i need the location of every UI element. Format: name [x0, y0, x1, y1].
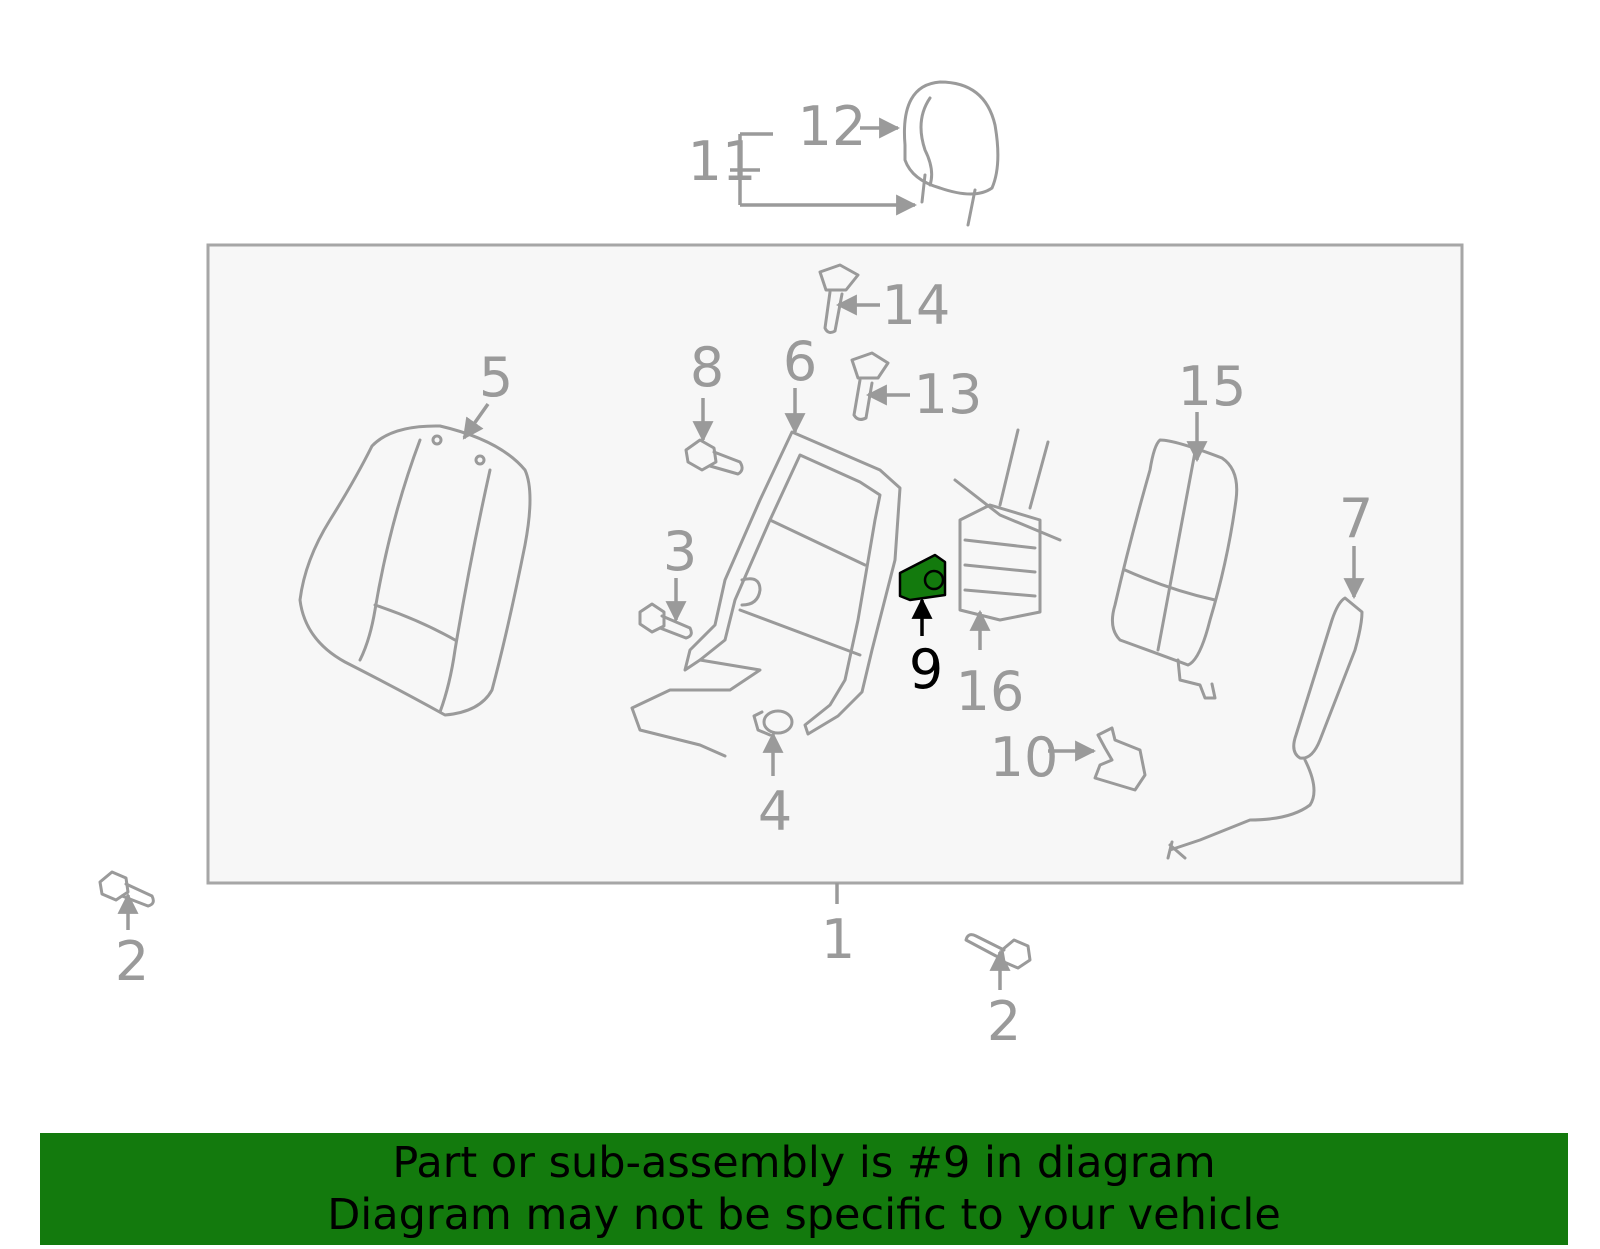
callout-label[interactable]: 14	[882, 274, 951, 337]
callout-label[interactable]: 11	[688, 130, 757, 193]
seat-back-panel-part[interactable]	[1110, 438, 1239, 700]
callout-label[interactable]: 13	[914, 363, 983, 426]
callout-label[interactable]: 3	[663, 520, 697, 583]
callout-label[interactable]: 15	[1178, 355, 1247, 418]
callout-label[interactable]: 5	[479, 346, 513, 409]
bolt-part-14[interactable]	[818, 263, 860, 334]
callout-label[interactable]: 10	[990, 726, 1059, 789]
bracket-part-10[interactable]	[1093, 726, 1147, 792]
highlighted-part-9[interactable]	[898, 553, 947, 602]
callout-label[interactable]: 6	[783, 330, 817, 393]
callout-label[interactable]: 7	[1339, 487, 1373, 550]
leader-lines	[117, 117, 1365, 990]
callout-label[interactable]: 16	[956, 660, 1025, 723]
bolt-part-3[interactable]	[638, 602, 693, 640]
seat-back-frame-part[interactable]	[630, 430, 902, 758]
side-airbag-part[interactable]	[1166, 596, 1364, 860]
bolt-part-13[interactable]	[850, 351, 890, 421]
callout-label[interactable]: 8	[690, 336, 724, 399]
headrest-part[interactable]	[902, 80, 1000, 227]
lumbar-support-part[interactable]	[953, 428, 1062, 622]
callout-label-highlighted[interactable]: 9	[909, 638, 943, 701]
callout-label[interactable]: 4	[758, 780, 792, 843]
bolt-part-2-right[interactable]	[964, 933, 1032, 970]
info-banner: Part or sub-assembly is #9 in diagram Di…	[40, 1133, 1568, 1245]
callout-labels: 1 2 2 2 3 4 5 6 7 8 9 10 11 12 13 14 15 …	[115, 95, 1373, 1053]
callout-label[interactable]: 2	[987, 990, 1021, 1053]
callout-label[interactable]: 12	[798, 95, 867, 158]
banner-line-1: Part or sub-assembly is #9 in diagram	[392, 1138, 1216, 1188]
seat-back-cover-part[interactable]	[298, 424, 532, 717]
callout-label[interactable]: 1	[821, 908, 855, 971]
bolt-part-2-left[interactable]	[98, 870, 155, 908]
callout-label[interactable]: 2	[115, 930, 149, 993]
banner-line-2: Diagram may not be specific to your vehi…	[327, 1190, 1281, 1240]
assembly-panel	[206, 243, 1464, 885]
